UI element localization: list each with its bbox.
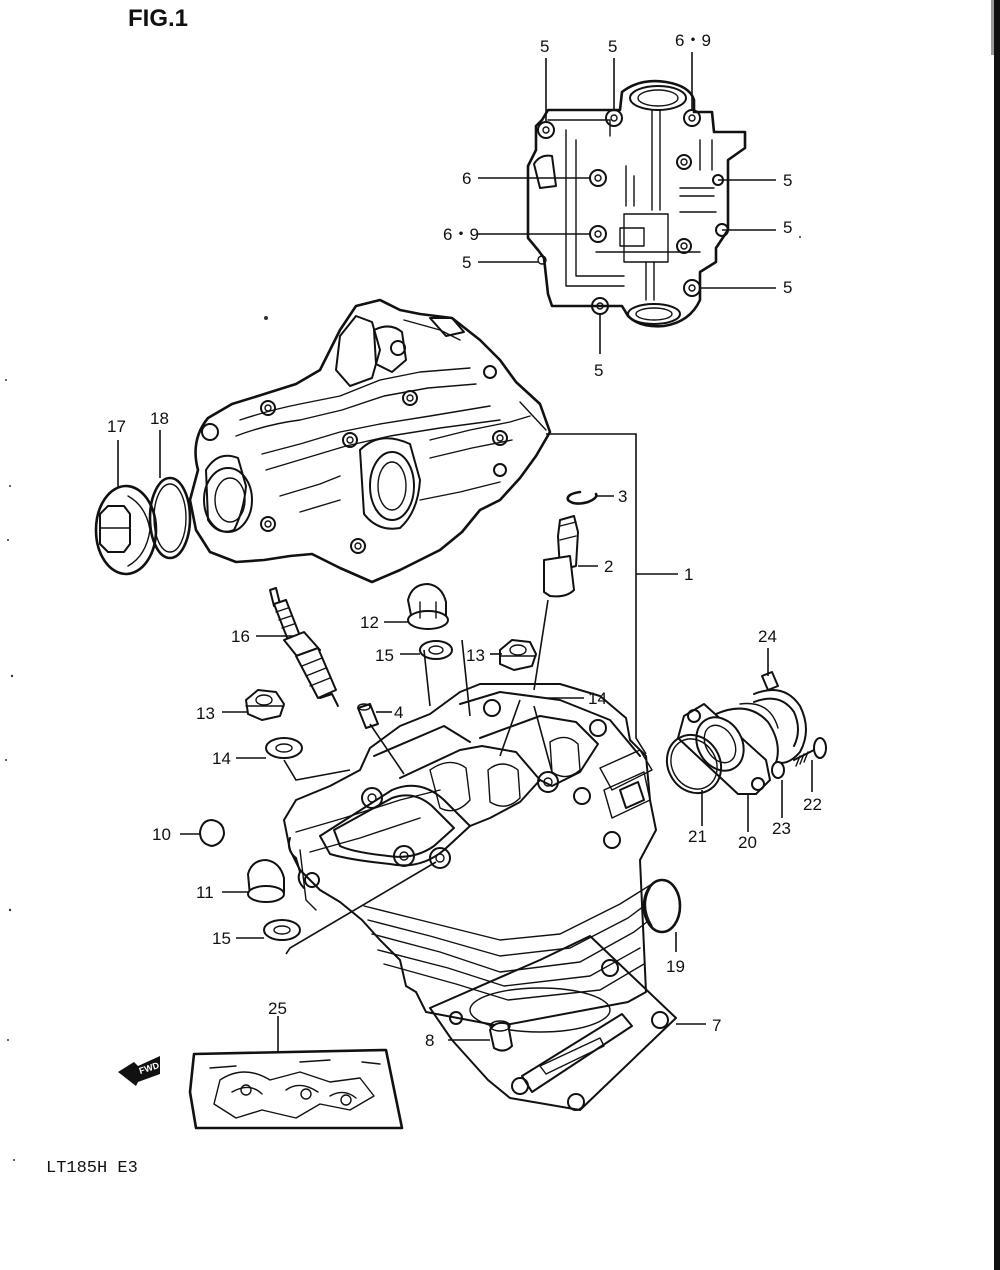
callout-17: 17	[107, 417, 126, 436]
part-13-nut-left	[245, 689, 285, 721]
callout-5: 5	[783, 278, 792, 297]
part-11-cap-nut	[247, 859, 285, 903]
callout-4: 4	[394, 703, 403, 722]
callout-6-9: 6・9	[675, 31, 711, 50]
model-code: LT185H E3	[46, 1159, 138, 1178]
part-15-washer-upper	[419, 640, 453, 660]
callout-14: 14	[212, 749, 231, 768]
part-16-spark-plug	[269, 587, 339, 707]
callout-1: 1	[684, 565, 693, 584]
part-21-o-ring	[665, 733, 723, 795]
callout-5: 5	[540, 37, 549, 56]
callout-6: 6	[462, 169, 471, 188]
part-18-o-ring	[148, 476, 192, 560]
callout-24: 24	[758, 627, 777, 646]
part-25-gasket-set	[188, 1048, 404, 1130]
callout-13: 13	[466, 646, 485, 665]
callout-18: 18	[150, 409, 169, 428]
part-14-gasket-left	[265, 737, 303, 759]
callout-6-9: 6・9	[443, 225, 479, 244]
part-13-nut-upper	[499, 639, 537, 671]
part-23-washer	[771, 761, 785, 779]
callout-15: 15	[375, 646, 394, 665]
part-3-circlip	[566, 490, 598, 505]
callout-14: 14	[588, 689, 607, 708]
callout-10: 10	[152, 825, 171, 844]
part-12-cap-nut	[407, 583, 449, 630]
scan-specks	[5, 236, 801, 1161]
part-20-intake-pipe	[677, 702, 779, 795]
callout-21: 21	[688, 827, 707, 846]
callout-2: 2	[604, 557, 613, 576]
figure-title: FIG.1	[128, 5, 188, 32]
part-19-plug	[642, 878, 682, 934]
callout-13: 13	[196, 704, 215, 723]
callout-23: 23	[772, 819, 791, 838]
callout-5: 5	[608, 37, 617, 56]
callout-5: 5	[783, 218, 792, 237]
part-2-valve-guide	[543, 515, 579, 598]
part-15-washer-lower	[263, 919, 301, 941]
head-cover-top-view	[526, 79, 747, 328]
part-8-dowel-pin	[489, 1020, 513, 1052]
part-7-cylinder-head-gasket	[429, 935, 677, 1111]
cylinder-head-cover	[188, 298, 552, 584]
top-view-leader-lines	[478, 52, 776, 354]
callout-22: 22	[803, 795, 822, 814]
callout-5: 5	[594, 361, 603, 380]
callout-7: 7	[712, 1016, 721, 1035]
callout-15: 15	[212, 929, 231, 948]
part-10-cap	[199, 819, 225, 847]
fwd-direction-arrow: FWD	[118, 1056, 161, 1086]
scan-edge-border	[994, 0, 1000, 1270]
cylinder-head	[283, 683, 657, 1027]
callout-5: 5	[462, 253, 471, 272]
leader-lines	[117, 430, 813, 1052]
callout-12: 12	[360, 613, 379, 632]
callout-labels: 5 5 6・9 6 6・9 5 5 5 5 5 17 18 3 2 1 16 1…	[107, 31, 822, 1050]
part-4-dowel-pin	[357, 703, 379, 729]
callout-8: 8	[425, 1031, 434, 1050]
callout-16: 16	[231, 627, 250, 646]
callout-25: 25	[268, 999, 287, 1018]
callout-11: 11	[196, 883, 214, 902]
part-22-screw	[793, 737, 827, 767]
callout-5: 5	[783, 171, 792, 190]
part-17-plug-cap	[94, 484, 158, 576]
callout-19: 19	[666, 957, 685, 976]
callout-20: 20	[738, 833, 757, 852]
callout-3: 3	[618, 487, 627, 506]
